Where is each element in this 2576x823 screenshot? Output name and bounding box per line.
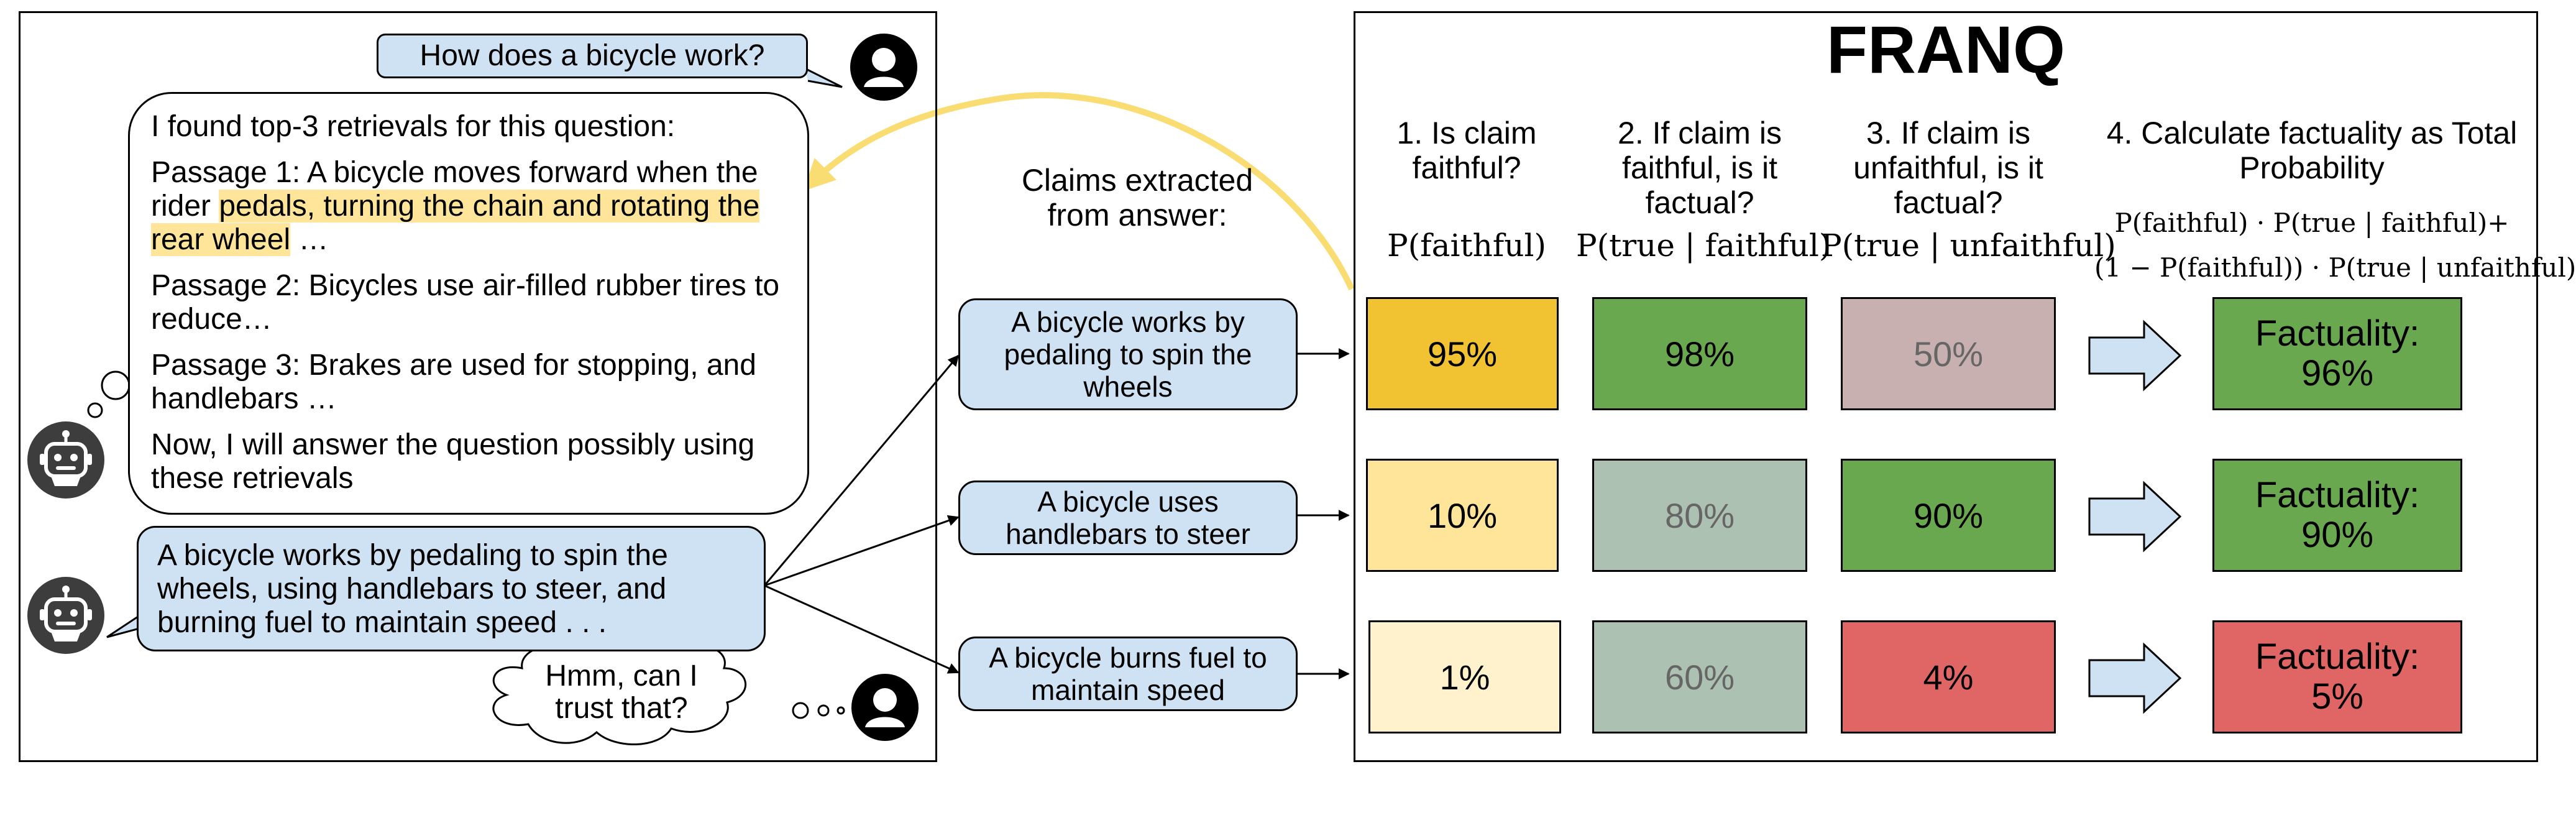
true-given-unfaithful-cell: 50%: [1841, 297, 2056, 410]
retrieval-intro: I found top-3 retrievals for this questi…: [151, 110, 676, 143]
question-bubble: How does a bicycle work?: [377, 34, 808, 78]
franq-panel: [1354, 11, 2538, 762]
chat-panel: [19, 11, 937, 762]
column-heading-true-given-faithful: 2. If claim is faithful, is it factual?: [1618, 116, 1782, 220]
claim-box: A bicycle works by pedaling to spin the …: [958, 298, 1298, 410]
formula-total-probability-line-2: (1 − P(faithful)) · P(true | unfaithful): [2094, 252, 2576, 283]
passage-1-highlight: pedals, turning the chain and rotating t…: [151, 190, 760, 256]
answer-text: A bicycle works by pedaling to spin the …: [157, 539, 668, 639]
passage-1: Passage 1: A bicycle moves forward when …: [151, 156, 760, 256]
formula-total-probability-line-1: P(faithful) · P(true | faithful)+: [2114, 208, 2510, 238]
factuality-result-cell: Factuality:96%: [2212, 297, 2462, 410]
faithful-prob-cell: 95%: [1366, 297, 1559, 410]
faithful-prob-cell: 10%: [1366, 459, 1559, 572]
answer-intro: Now, I will answer the question possibly…: [151, 428, 755, 495]
formula-true-given-faithful: P(true | faithful): [1576, 228, 1831, 264]
column-heading-faithful: 1. Is claim faithful?: [1396, 116, 1537, 185]
true-given-faithful-cell: 98%: [1592, 297, 1807, 410]
robot-icon: [27, 577, 104, 654]
factuality-result-cell: Factuality:5%: [2212, 620, 2462, 733]
robot-icon: [27, 421, 104, 499]
question-text: How does a bicycle work?: [419, 39, 765, 72]
faithful-prob-cell: 1%: [1368, 620, 1561, 733]
true-given-unfaithful-cell: 4%: [1841, 620, 2056, 733]
true-given-faithful-cell: 80%: [1592, 459, 1807, 572]
true-given-unfaithful-cell: 90%: [1841, 459, 2056, 572]
claim-box: A bicycle burns fuel to maintain speed: [958, 637, 1298, 711]
formula-faithful: P(faithful): [1387, 228, 1546, 264]
claim-box: A bicycle uses handlebars to steer: [958, 480, 1298, 555]
retrieval-bubble: I found top-3 retrievals for this questi…: [128, 92, 809, 515]
claims-header: Claims extracted from answer:: [1021, 163, 1254, 232]
factuality-result-cell: Factuality:90%: [2212, 459, 2462, 572]
passage-2: Passage 2: Bicycles use air-filled rubbe…: [151, 269, 780, 336]
true-given-faithful-cell: 60%: [1592, 620, 1807, 733]
formula-true-given-unfaithful: P(true | unfaithful): [1821, 228, 2116, 264]
user-avatar-icon: [850, 34, 917, 101]
answer-bubble: A bicycle works by pedaling to spin the …: [137, 526, 766, 651]
user-avatar-icon: [851, 674, 919, 741]
franq-title: FRANQ: [1827, 12, 2065, 87]
column-heading-total-probability: 4. Calculate factuality as Total Probabi…: [2106, 116, 2518, 185]
passage-3: Passage 3: Brakes are used for stopping,…: [151, 349, 756, 415]
doubt-text: Hmm, can I trust that?: [545, 660, 698, 725]
column-heading-true-given-unfaithful: 3. If claim is unfaithful, is it factual…: [1853, 116, 2043, 220]
